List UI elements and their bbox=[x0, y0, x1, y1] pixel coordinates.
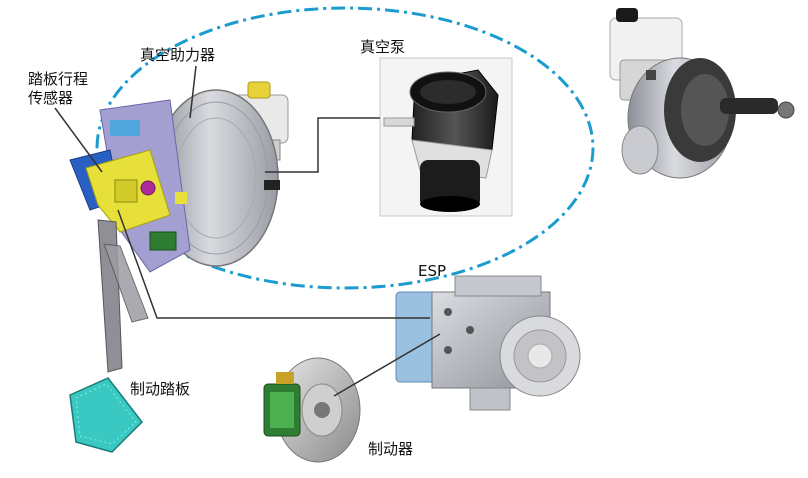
vacuum-pump-illustration bbox=[379, 57, 513, 217]
leader-lines bbox=[54, 65, 441, 397]
esp-unit-illustration bbox=[395, 275, 581, 411]
pedal-stroke-sensor-label-line2: 传感器 bbox=[28, 89, 74, 107]
brake-pedal-label: 制动踏板 bbox=[130, 380, 191, 398]
vacuum-booster-label: 真空助力器 bbox=[140, 46, 216, 64]
vacuum-system-boundary bbox=[95, 6, 595, 290]
pedal-stroke-sensor-label: 踏板行程 传感器 bbox=[28, 70, 88, 108]
esp-label: ESP bbox=[418, 262, 447, 280]
pedal-stroke-sensor-label-line1: 踏板行程 bbox=[28, 70, 89, 88]
brake-label: 制动器 bbox=[368, 440, 414, 458]
booster-assembly-illustration bbox=[609, 8, 795, 179]
brake-illustration bbox=[263, 357, 361, 463]
pedal-booster-illustration bbox=[69, 81, 289, 453]
vacuum-pump-label: 真空泵 bbox=[360, 38, 406, 56]
